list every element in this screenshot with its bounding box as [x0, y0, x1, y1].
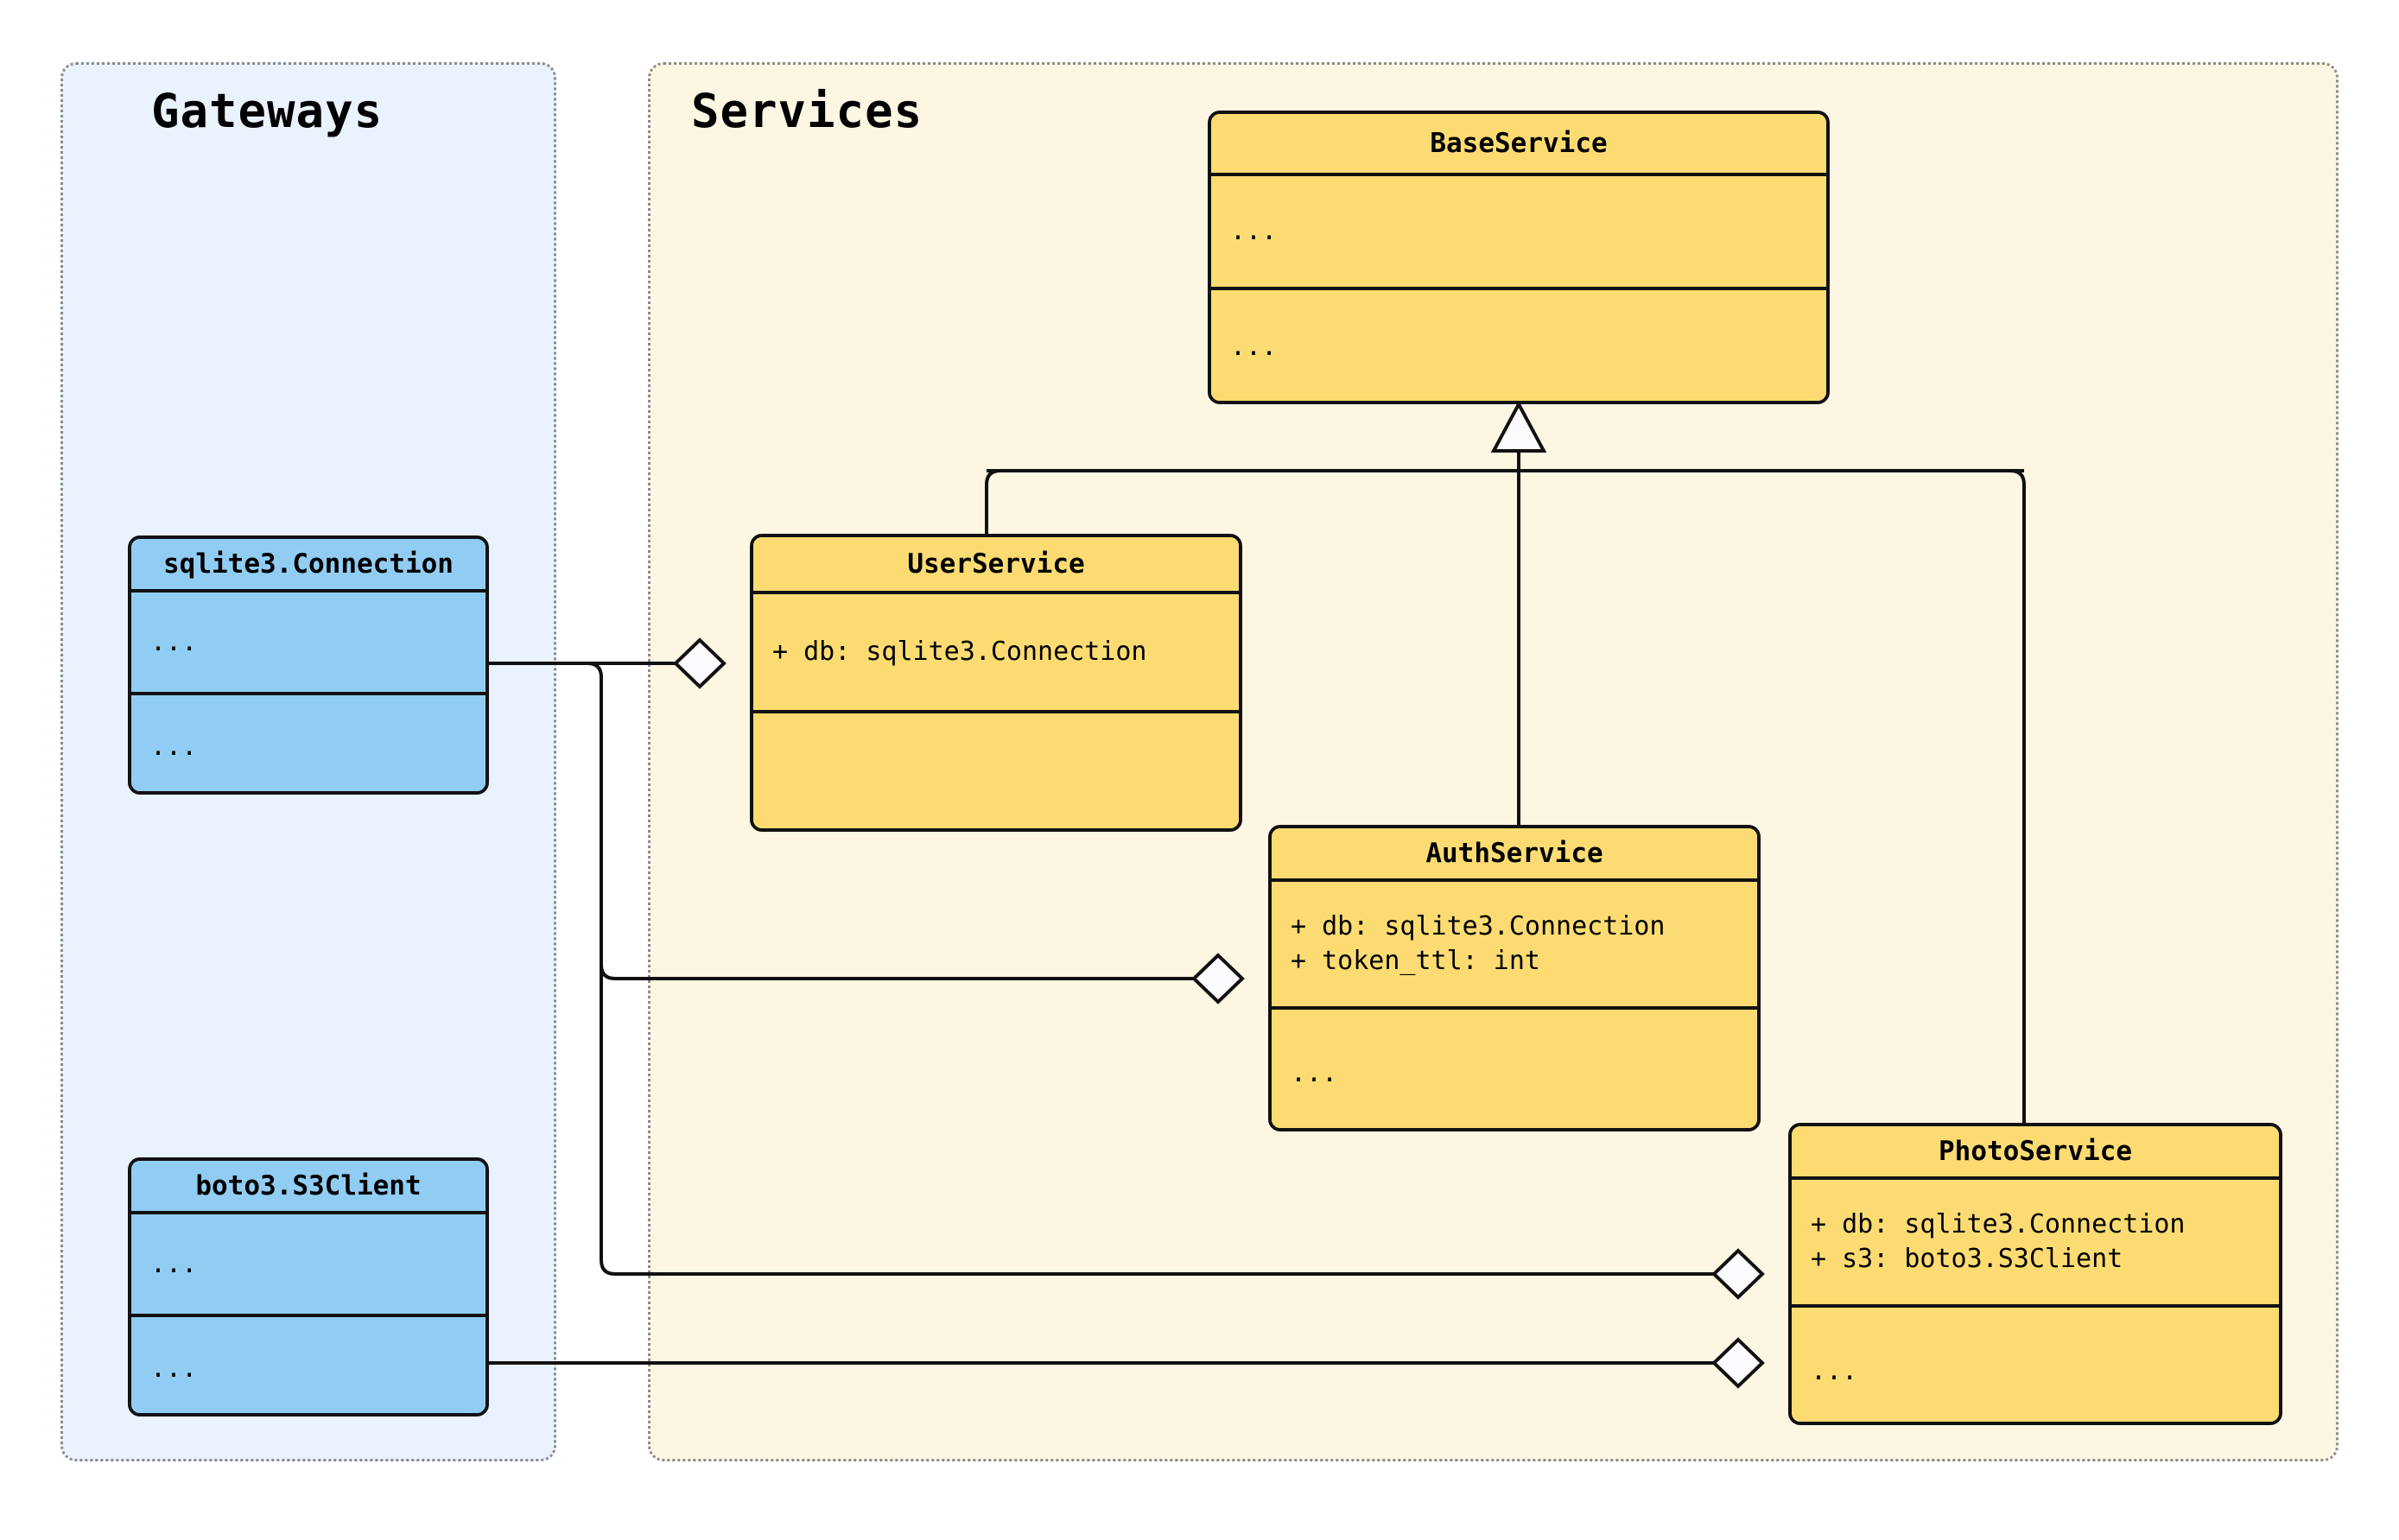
attribute-line: ... [150, 1248, 198, 1279]
class-box-boto3-s3client[interactable]: boto3.S3Client ... ... [128, 1157, 489, 1416]
class-name-boto3-s3client: boto3.S3Client [131, 1161, 486, 1214]
class-methods-sqlite3-connection: ... [131, 695, 486, 791]
package-gateways-title: Gateways [151, 84, 384, 138]
attribute-line: ... [1230, 216, 1278, 247]
class-attributes-boto3-s3client: ... [131, 1214, 486, 1317]
method-line: ... [1811, 1356, 1858, 1387]
method-line: ... [1291, 1058, 1338, 1089]
class-box-baseservice[interactable]: BaseService ... ... [1208, 111, 1830, 404]
attribute-line: + token_ttl: int [1291, 946, 1540, 976]
method-line: ... [1230, 332, 1278, 363]
class-box-photoservice[interactable]: PhotoService + db: sqlite3.Connection + … [1788, 1123, 2282, 1425]
attribute-line: + s3: boto3.S3Client [1811, 1244, 2123, 1274]
attribute-line: + db: sqlite3.Connection [772, 637, 1147, 668]
method-line: ... [150, 731, 198, 762]
class-attributes-photoservice: + db: sqlite3.Connection + s3: boto3.S3C… [1792, 1180, 2279, 1308]
class-methods-photoservice: ... [1792, 1308, 2279, 1422]
class-box-userservice[interactable]: UserService + db: sqlite3.Connection [750, 534, 1242, 832]
class-box-sqlite3-connection[interactable]: sqlite3.Connection ... ... [128, 536, 489, 795]
class-name-sqlite3-connection: sqlite3.Connection [131, 539, 486, 593]
class-attributes-authservice: + db: sqlite3.Connection + token_ttl: in… [1272, 882, 1757, 1010]
class-methods-boto3-s3client: ... [131, 1317, 486, 1413]
class-attributes-baseservice: ... [1211, 176, 1826, 290]
class-methods-baseservice: ... [1211, 290, 1826, 401]
class-name-userservice: UserService [753, 537, 1239, 594]
package-services-title: Services [691, 84, 923, 138]
attribute-line: + db: sqlite3.Connection [1291, 911, 1666, 942]
method-line: ... [150, 1353, 198, 1384]
attribute-line: ... [150, 626, 198, 657]
class-attributes-userservice: + db: sqlite3.Connection [753, 594, 1239, 713]
class-box-authservice[interactable]: AuthService + db: sqlite3.Connection + t… [1268, 825, 1761, 1131]
class-name-authservice: AuthService [1272, 828, 1757, 882]
class-name-photoservice: PhotoService [1792, 1126, 2279, 1180]
class-attributes-sqlite3-connection: ... [131, 593, 486, 695]
class-methods-authservice: ... [1272, 1010, 1757, 1128]
attribute-line: + db: sqlite3.Connection [1811, 1209, 2186, 1240]
class-methods-userservice [753, 713, 1239, 828]
class-name-baseservice: BaseService [1211, 114, 1826, 176]
